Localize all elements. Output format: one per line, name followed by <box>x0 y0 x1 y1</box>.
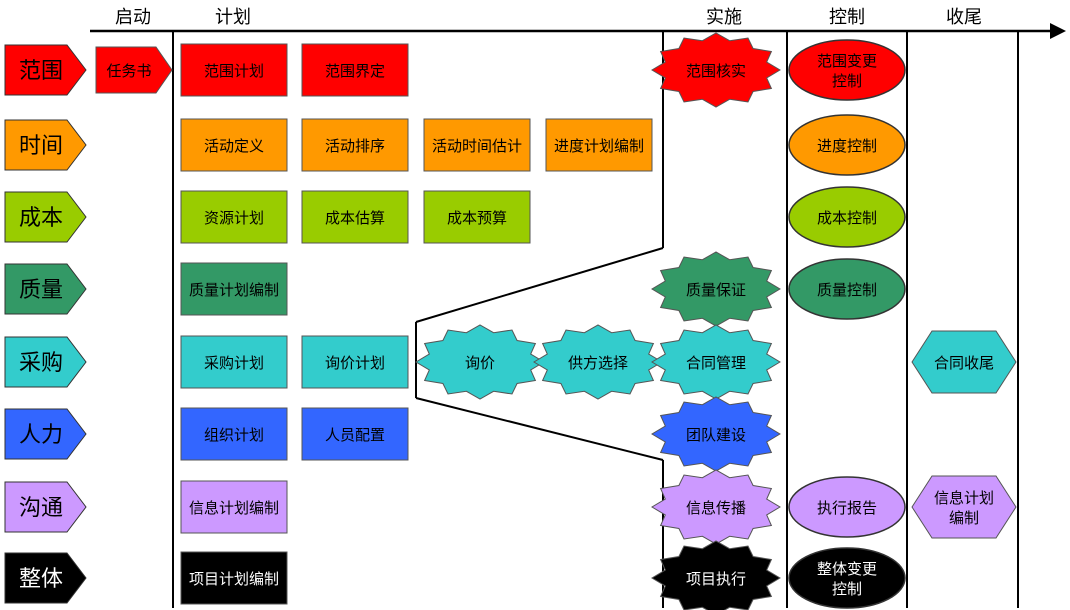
node-quality-assurance: 质量保证 <box>651 251 781 327</box>
node-label: 执行报告 <box>817 499 877 517</box>
node-team-development: 团队建设 <box>651 396 781 472</box>
node-label: 成本预算 <box>447 209 507 227</box>
node-scope-planning: 范围计划 <box>180 43 288 97</box>
node-activity-definition: 活动定义 <box>180 118 288 172</box>
node-label: 信息传播 <box>686 499 746 517</box>
node-change-control: 整体变更控制 <box>788 547 906 609</box>
node-quality-control: 质量控制 <box>788 258 906 320</box>
node-cost-control: 成本控制 <box>788 186 906 248</box>
phase-planning: 计划 <box>215 7 251 28</box>
node-label: 人员配置 <box>325 426 385 444</box>
node-label: 进度计划编制 <box>554 137 644 155</box>
node-staff-acquisition: 人员配置 <box>301 407 409 461</box>
node-label: 范围核实 <box>686 62 746 80</box>
node-scope-change-control: 范围变更控制 <box>788 39 906 101</box>
node-resource-planning: 资源计划 <box>180 190 288 244</box>
node-scope-definition: 范围界定 <box>301 43 409 97</box>
node-activity-duration: 活动时间估计 <box>423 118 531 172</box>
node-label: 信息计划编制 <box>189 499 279 517</box>
phase-closing: 收尾 <box>946 7 982 28</box>
node-solicitation-planning: 询价计划 <box>301 335 409 389</box>
node-solicitation: 询价 <box>415 324 545 400</box>
phase-headers: 启动 计划 实施 控制 收尾 <box>115 7 982 28</box>
node-label: 合同管理 <box>686 354 746 372</box>
area-label-text: 采购 <box>19 351 63 376</box>
node-label: 进度控制 <box>817 137 877 155</box>
phase-initiating: 启动 <box>115 7 151 28</box>
node-label: 团队建设 <box>686 426 746 444</box>
node-schedule-development: 进度计划编制 <box>545 118 653 172</box>
node-label: 询价计划 <box>325 354 385 372</box>
node-label: 任务书 <box>106 62 151 80</box>
area-label-hr: 人力 <box>4 408 87 460</box>
area-label-comm: 沟通 <box>4 481 87 533</box>
phase-dividers <box>172 31 1019 608</box>
node-activity-sequencing: 活动排序 <box>301 118 409 172</box>
node-label: 资源计划 <box>204 209 264 227</box>
area-label-text: 质量 <box>19 278 63 303</box>
node-label: 成本估算 <box>325 209 385 227</box>
node-label: 范围变更控制 <box>817 52 877 90</box>
area-label-cost: 成本 <box>4 191 87 243</box>
node-label: 质量保证 <box>686 281 746 299</box>
area-label-quality: 质量 <box>4 263 87 315</box>
area-label-procurement: 采购 <box>4 336 87 388</box>
node-label: 询价 <box>465 354 495 372</box>
node-label: 质量计划编制 <box>189 281 279 299</box>
node-cost-estimating: 成本估算 <box>301 190 409 244</box>
timeline-axis <box>90 23 1066 39</box>
node-label: 整体变更控制 <box>817 560 877 598</box>
node-info-distribution: 信息传播 <box>651 469 781 545</box>
node-label: 合同收尾 <box>934 354 994 372</box>
node-label: 活动时间估计 <box>432 137 522 155</box>
node-plan-execution: 项目执行 <box>651 540 781 610</box>
area-label-text: 范围 <box>19 59 63 84</box>
node-contract-closeout: 合同收尾 <box>911 330 1017 394</box>
node-label: 供方选择 <box>568 354 628 372</box>
phase-executing: 实施 <box>706 7 742 28</box>
node-contract-admin: 合同管理 <box>651 324 781 400</box>
node-schedule-control: 进度控制 <box>788 114 906 176</box>
phase-controlling: 控制 <box>829 7 865 28</box>
area-label-text: 沟通 <box>19 496 63 521</box>
node-scope-verification: 范围核实 <box>651 32 781 108</box>
node-admin-closure: 信息计划编制 <box>911 475 1017 539</box>
node-label: 活动排序 <box>325 137 385 155</box>
area-label-integration: 整体 <box>4 552 87 604</box>
node-performance-reporting: 执行报告 <box>788 476 906 538</box>
node-label: 项目执行 <box>686 570 746 588</box>
node-label: 成本控制 <box>817 209 877 227</box>
node-label: 信息计划编制 <box>934 489 994 527</box>
area-label-text: 成本 <box>19 206 63 231</box>
node-quality-planning: 质量计划编制 <box>180 262 288 316</box>
node-label: 项目计划编制 <box>189 570 279 588</box>
node-plan-development: 项目计划编制 <box>180 551 288 605</box>
node-cost-budgeting: 成本预算 <box>423 190 531 244</box>
node-procurement-planning: 采购计划 <box>180 335 288 389</box>
area-label-text: 人力 <box>19 423 63 448</box>
node-charter: 任务书 <box>95 46 173 94</box>
area-label-time: 时间 <box>4 119 87 171</box>
area-label-scope: 范围 <box>4 44 87 96</box>
area-label-text: 时间 <box>19 134 63 159</box>
node-label: 活动定义 <box>204 137 264 155</box>
node-label: 范围界定 <box>325 62 385 80</box>
node-label: 组织计划 <box>204 426 264 444</box>
node-label: 采购计划 <box>204 354 264 372</box>
area-label-text: 整体 <box>19 567 63 592</box>
node-label: 质量控制 <box>817 281 877 299</box>
node-comm-planning: 信息计划编制 <box>180 480 288 534</box>
node-label: 范围计划 <box>204 62 264 80</box>
node-org-planning: 组织计划 <box>180 407 288 461</box>
node-source-selection: 供方选择 <box>533 324 663 400</box>
